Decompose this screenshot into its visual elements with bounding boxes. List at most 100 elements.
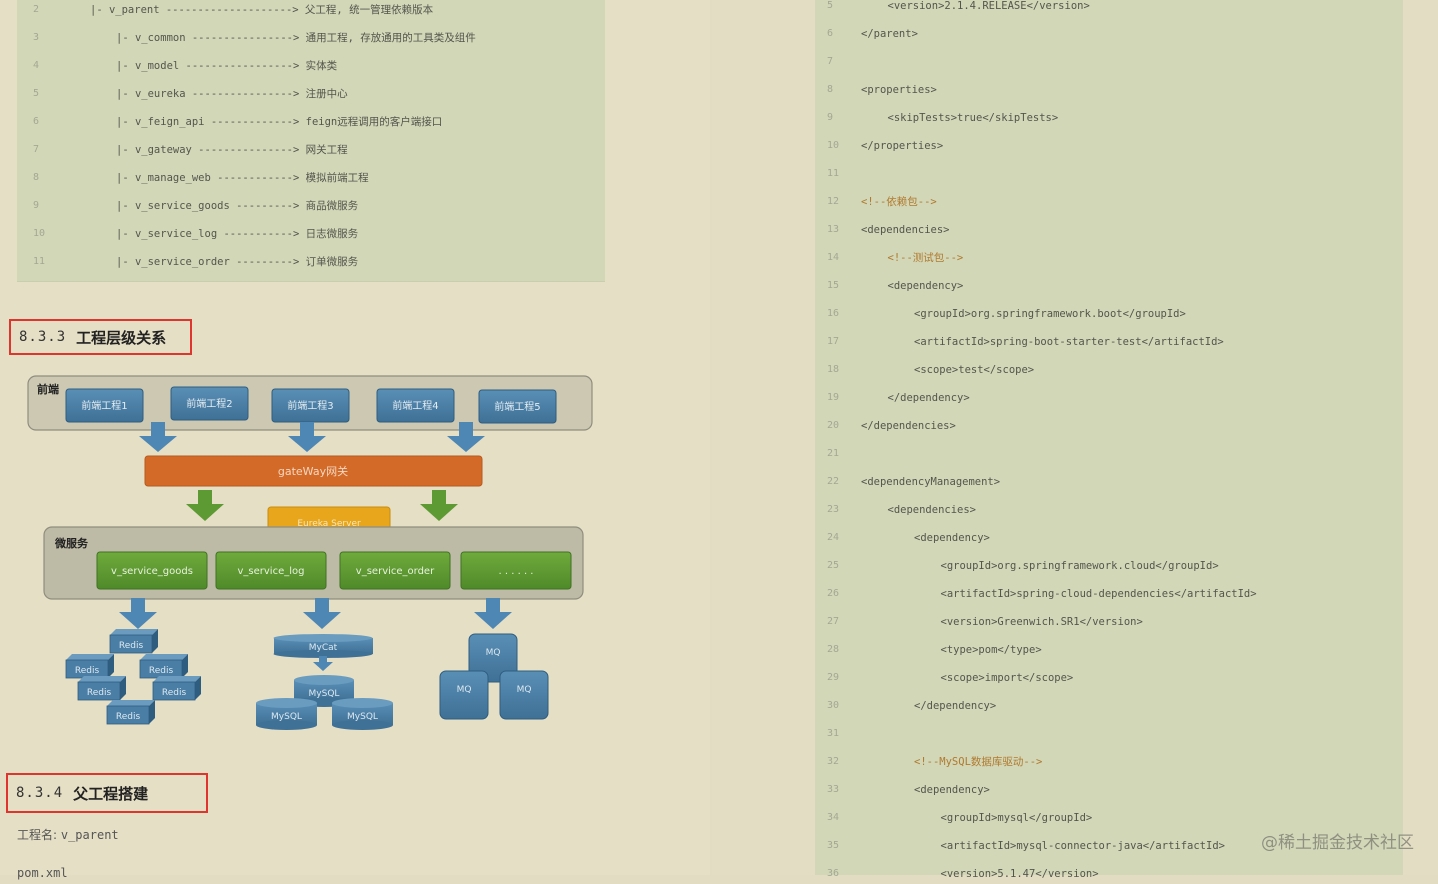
code-text: <version>Greenwich.SR1</version> xyxy=(940,616,1143,628)
line-number: 2 xyxy=(33,4,40,15)
pom-xml-code-block: 5<version>2.1.4.RELEASE</version>6</pare… xyxy=(815,0,1403,880)
line-number: 24 xyxy=(827,532,840,543)
code-line: 7 xyxy=(815,52,1403,72)
line-number: 15 xyxy=(827,280,840,291)
microservice-box: v_service_log xyxy=(215,551,327,590)
line-number: 6 xyxy=(827,28,834,39)
line-number: 11 xyxy=(33,256,46,267)
mycat-cylinder xyxy=(274,638,373,654)
project-name-line: 工程名: v_parent xyxy=(17,826,119,843)
code-line: 11 |- v_service_order ---------> 订单微服务 xyxy=(17,252,605,272)
redis-label: Redis xyxy=(162,688,187,698)
code-line: 14<!--测试包--> xyxy=(815,248,1403,268)
line-number: 16 xyxy=(827,308,840,319)
code-text: <groupId>org.springframework.boot</group… xyxy=(914,308,1186,320)
line-number: 18 xyxy=(827,364,840,375)
microservice-label: v_service_order xyxy=(356,566,435,577)
frontend-project-label: 前端工程5 xyxy=(494,400,540,413)
redis-node: Redis xyxy=(139,654,188,679)
code-line: 10 |- v_service_log -----------> 日志微服务 xyxy=(17,224,605,244)
frontend-arrows xyxy=(139,422,485,452)
code-line: 6|- v_feign_api -------------> feign远程调用… xyxy=(17,112,605,132)
pom-label: pom.xml xyxy=(17,866,68,880)
code-text: </properties> xyxy=(861,140,944,152)
line-number: 27 xyxy=(827,616,840,627)
code-line: 27 <version>Greenwich.SR1</version> xyxy=(815,612,1403,632)
code-text: |- v_eureka ----------------> 注册中心 xyxy=(116,88,348,100)
mq-node: MQ xyxy=(468,633,518,683)
code-line: 3|- v_common ----------------> 通用工程, 存放通… xyxy=(17,28,605,48)
code-line: 21 xyxy=(815,444,1403,464)
code-line: 15<dependency> xyxy=(815,276,1403,296)
code-text: |- v_service_goods ---------> 商品微服务 xyxy=(116,200,359,212)
code-text: |- v_manage_web ------------> 模拟前端工程 xyxy=(116,172,369,184)
code-line: 32<!--MySQL数据库驱动--> xyxy=(815,752,1403,772)
code-comment: <!--测试包--> xyxy=(887,252,964,264)
code-line: 23<dependencies> xyxy=(815,500,1403,520)
line-number: 21 xyxy=(827,448,840,459)
line-number: 17 xyxy=(827,336,840,347)
line-number: 29 xyxy=(827,672,840,683)
code-line: 29 <scope>import</scope> xyxy=(815,668,1403,688)
code-line: 20</dependencies> xyxy=(815,416,1403,436)
line-number: 10 xyxy=(33,228,46,239)
code-comment: <!--MySQL数据库驱动--> xyxy=(914,756,1043,768)
code-text: <type>pom</type> xyxy=(940,644,1042,656)
code-line: 9 |- v_service_goods ---------> 商品微服务 xyxy=(17,196,605,216)
code-text: |- v_service_order ---------> 订单微服务 xyxy=(116,256,359,268)
watermark: @稀土掘金技术社区 xyxy=(1261,833,1414,853)
service-arrows xyxy=(119,598,512,629)
code-text: <scope>import</scope> xyxy=(940,672,1074,684)
line-number: 11 xyxy=(827,168,840,179)
line-number: 19 xyxy=(827,392,840,403)
code-line: 8<properties> xyxy=(815,80,1403,100)
section-title: 父工程搭建 xyxy=(73,784,149,803)
line-number: 35 xyxy=(827,840,840,851)
code-line: 35<artifactId>mysql-connector-java</arti… xyxy=(815,836,1403,856)
mq-node: MQ xyxy=(439,670,489,720)
code-text: <version>5.1.47</version> xyxy=(940,868,1099,880)
line-number: 28 xyxy=(827,644,840,655)
microservice-box: . . . . . . xyxy=(460,551,572,590)
frontend-project-label: 前端工程3 xyxy=(287,399,333,412)
code-text: |- v_common ----------------> 通用工程, 存放通用… xyxy=(116,32,476,44)
frontend-project-label: 前端工程2 xyxy=(186,397,232,410)
microservice-label: v_service_log xyxy=(238,566,305,577)
project-name-label: 工程名: xyxy=(17,828,61,842)
microservice-label: v_service_goods xyxy=(111,566,193,577)
redis-label: Redis xyxy=(149,666,174,676)
line-number: 5 xyxy=(827,0,834,11)
code-line: 18<scope>test</scope> xyxy=(815,360,1403,380)
code-text: <dependencyManagement> xyxy=(861,476,1001,488)
code-line: 13<dependencies> xyxy=(815,220,1403,240)
line-number: 34 xyxy=(827,812,840,823)
code-line: 6 </parent> xyxy=(815,24,1403,44)
line-number: 22 xyxy=(827,476,840,487)
redis-node: Redis xyxy=(109,629,158,654)
section-heading-834: 8.3.4 父工程搭建 xyxy=(6,773,208,813)
code-text: <dependencies> xyxy=(887,504,977,516)
section-number: 8.3.3 xyxy=(19,329,67,345)
section-heading-833: 8.3.3 工程层级关系 xyxy=(9,319,192,355)
code-line: 8|- v_manage_web ------------> 模拟前端工程 xyxy=(17,168,605,188)
mycat-label: MyCat xyxy=(309,643,338,653)
mysql-label: MySQL xyxy=(347,712,378,722)
mysql-cylinder: MySQL xyxy=(256,698,317,730)
microservice-box: v_service_order xyxy=(339,551,451,590)
code-text: <dependency> xyxy=(914,532,990,544)
code-text: <dependencies> xyxy=(861,224,950,236)
gateway-arrows xyxy=(186,490,458,521)
code-line: 31 xyxy=(815,724,1403,744)
line-number: 9 xyxy=(33,200,40,211)
code-comment: <!--依赖包--> xyxy=(861,196,937,208)
redis-node: Redis xyxy=(106,700,155,725)
code-text: </parent> xyxy=(861,28,918,40)
code-line: 33<dependency> xyxy=(815,780,1403,800)
microservice-label: 微服务 xyxy=(54,536,89,550)
code-line: 4|- v_model -----------------> 实体类 xyxy=(17,56,605,76)
code-text: </dependencies> xyxy=(861,420,956,432)
eureka-label: Eureka Server xyxy=(297,519,361,529)
gateway-label: gateWay网关 xyxy=(278,464,348,478)
code-text: |- v_service_log -----------> 日志微服务 xyxy=(116,228,359,240)
